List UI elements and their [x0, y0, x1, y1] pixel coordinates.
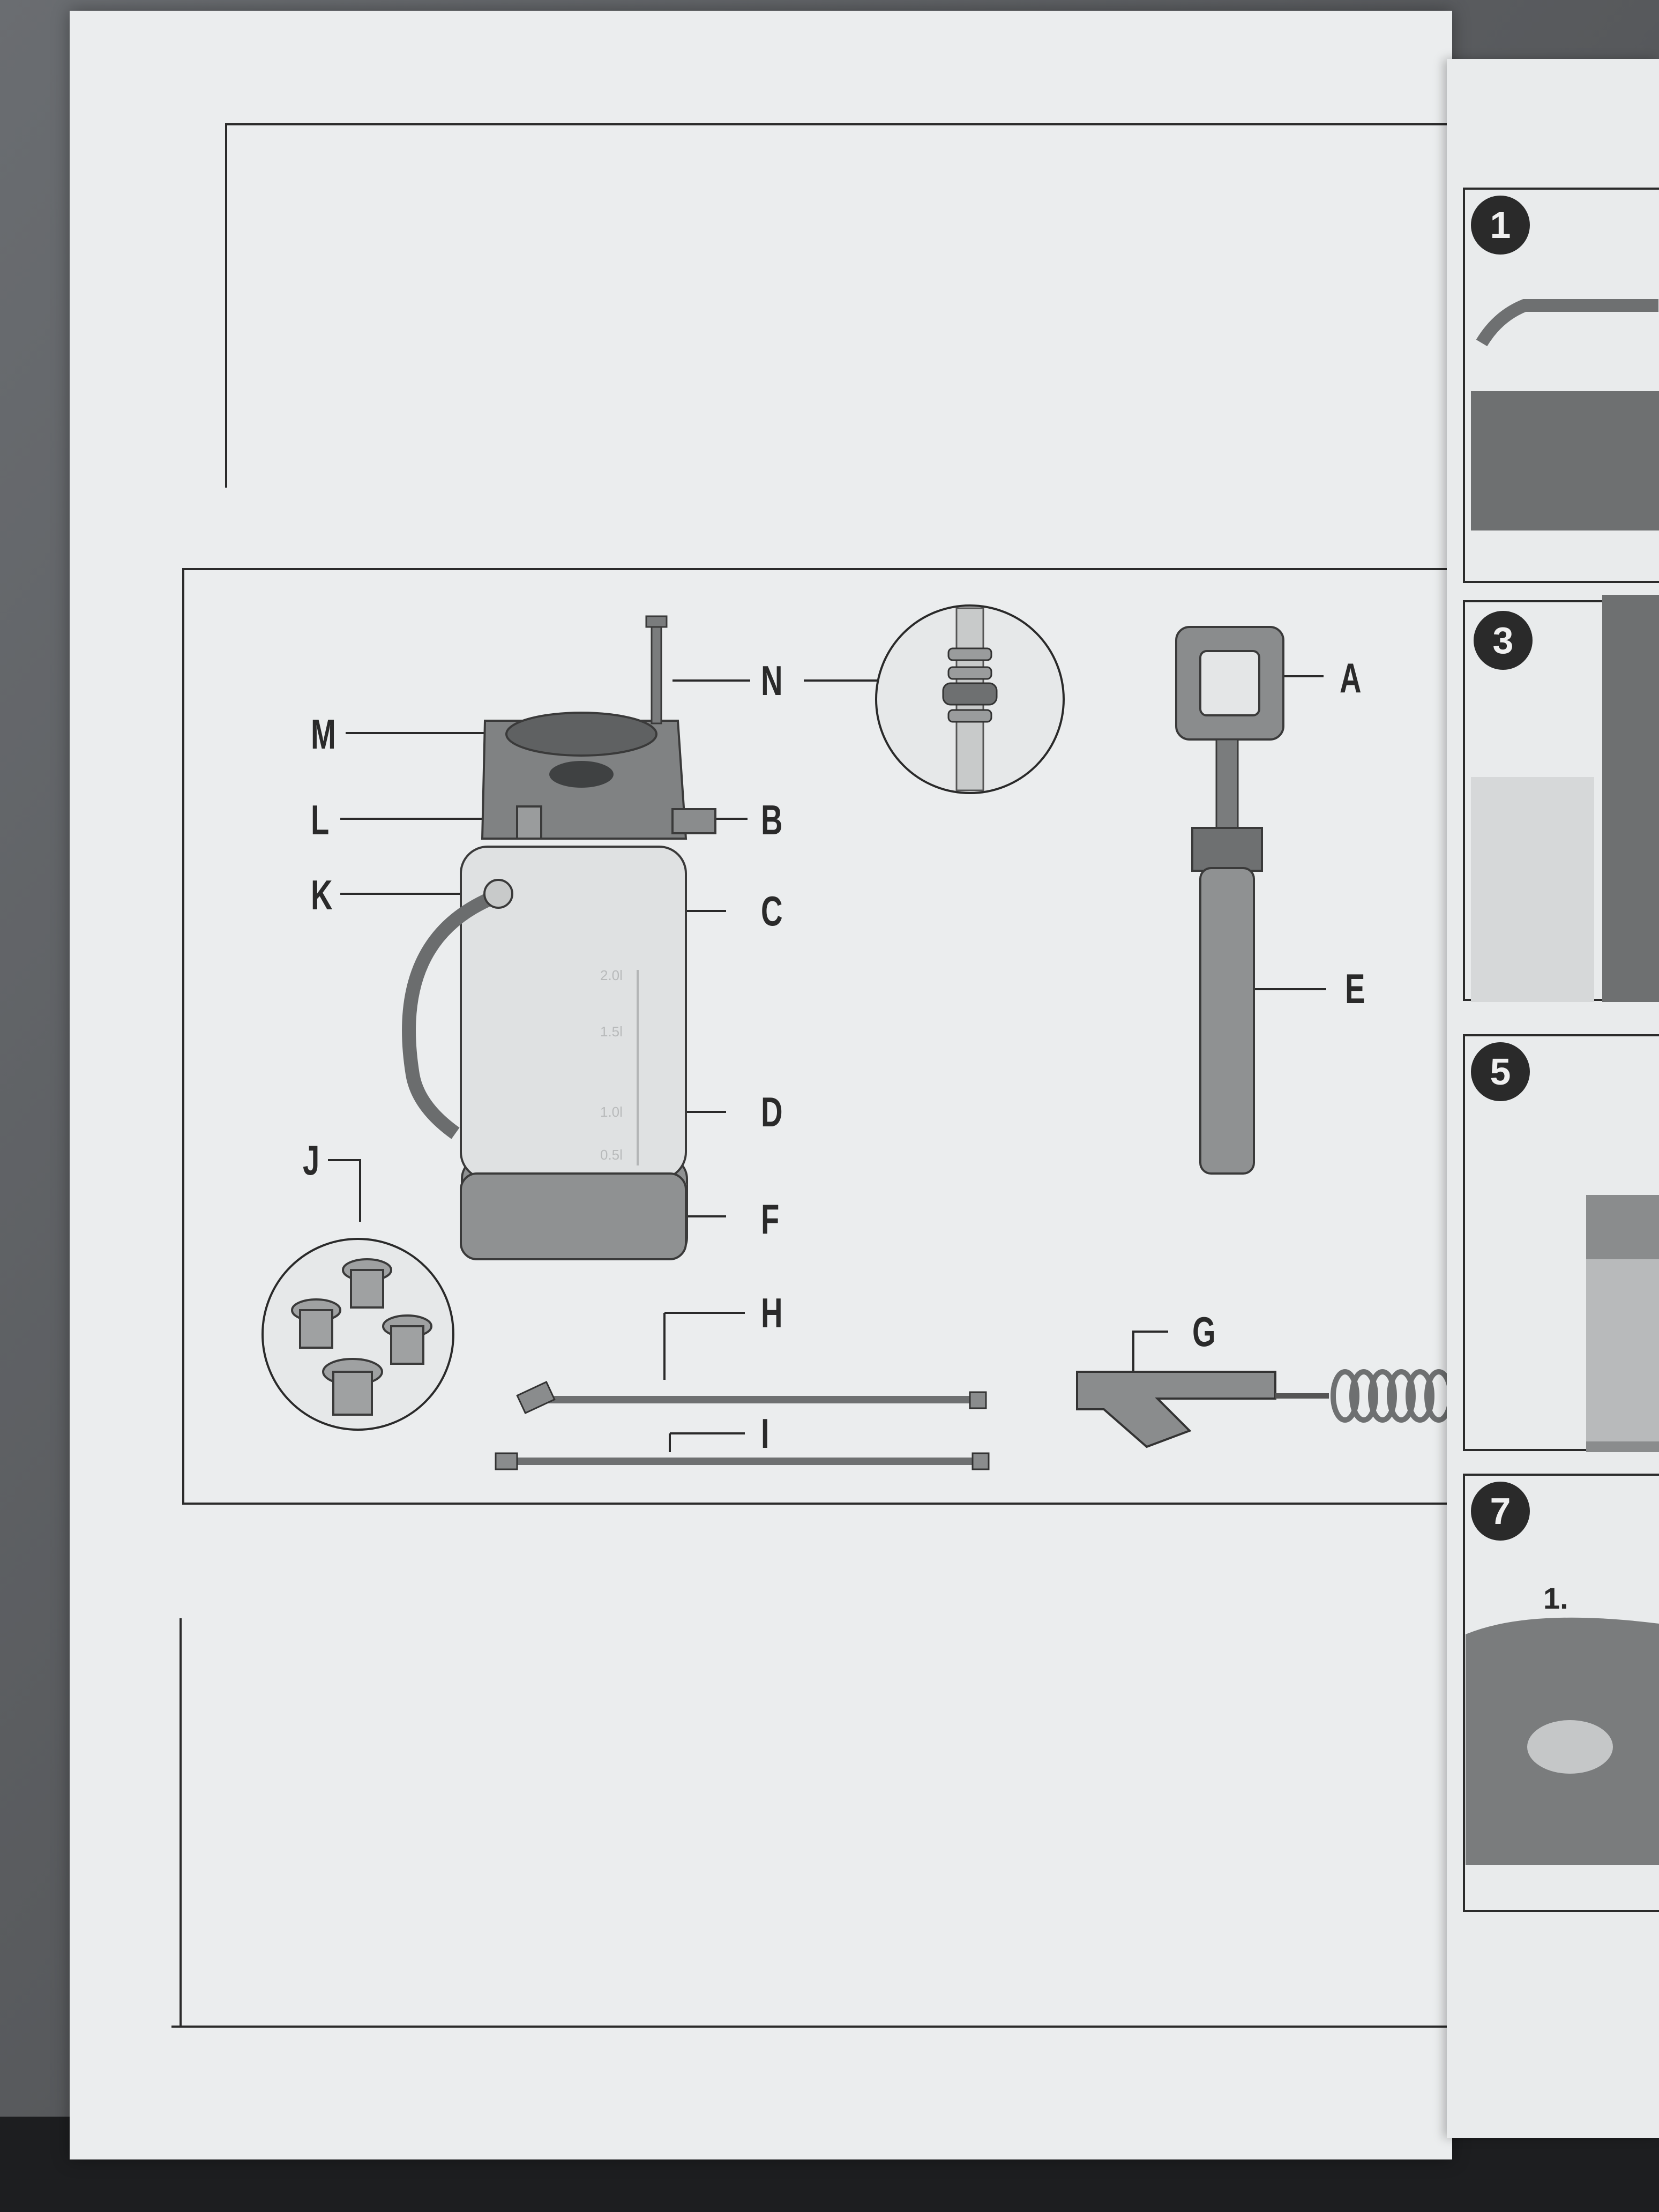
pump-drawing: [1175, 626, 1284, 1175]
label-d: D: [761, 1088, 783, 1135]
step-7-frame: [1463, 1474, 1659, 1912]
substep-label: 1.: [1543, 1581, 1568, 1615]
top-frame: [225, 123, 1452, 125]
parts-diagram-frame: [182, 568, 1465, 1505]
label-h: H: [761, 1289, 783, 1336]
step-5-frame: [1463, 1034, 1659, 1451]
label-g: G: [1192, 1308, 1216, 1355]
scale-mark: 2.0l: [600, 967, 623, 983]
scale-mark: 1.5l: [600, 1023, 623, 1040]
label-f: F: [761, 1195, 780, 1243]
bottom-frame-left-edge: [180, 1618, 182, 2026]
scale-mark: 1.0l: [600, 1104, 623, 1120]
label-n: N: [761, 657, 783, 704]
label-c: C: [761, 887, 783, 935]
label-j: J: [303, 1137, 320, 1184]
tank-drawing: [402, 615, 716, 1260]
label-l: L: [311, 796, 330, 843]
top-frame-left-edge: [225, 123, 227, 488]
step-1-frame: [1463, 188, 1659, 583]
label-i: I: [761, 1410, 769, 1457]
label-a: A: [1340, 654, 1362, 701]
step-3-badge: 3: [1474, 611, 1533, 670]
step-5-badge: 5: [1471, 1042, 1530, 1101]
step-1-badge: 1: [1471, 196, 1530, 255]
label-k: K: [311, 871, 333, 918]
step-7-badge: 7: [1471, 1482, 1530, 1541]
bottom-frame: [171, 2026, 1452, 2028]
label-b: B: [761, 796, 783, 843]
label-e: E: [1345, 965, 1365, 1012]
label-m: M: [311, 711, 336, 758]
scale-mark: 0.5l: [600, 1147, 623, 1163]
